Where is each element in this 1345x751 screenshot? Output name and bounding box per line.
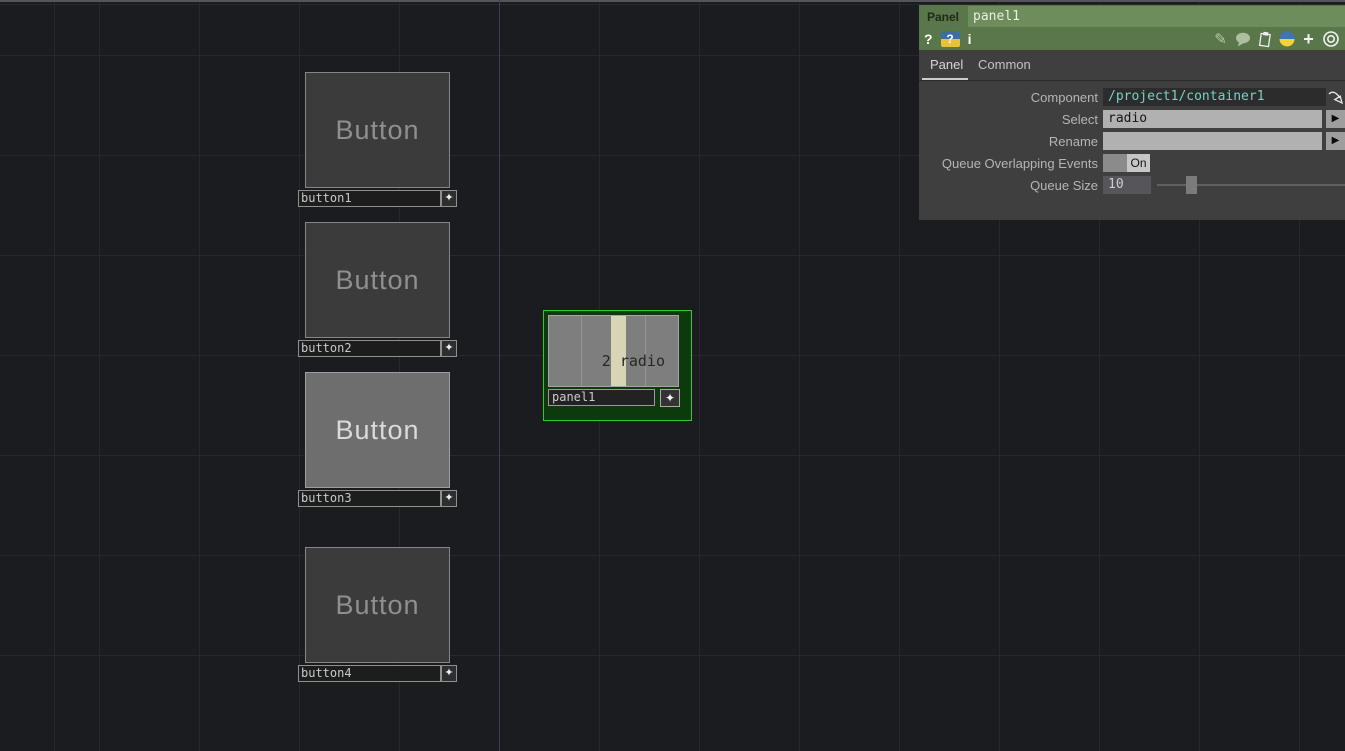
node-panel1-selection-frame: 2 radio panel1 ✦ <box>543 310 692 421</box>
rename-menu-arrow-icon[interactable]: ▶ <box>1326 132 1345 150</box>
param-label[interactable]: Rename <box>1048 133 1098 149</box>
node-resize-icon[interactable]: ✦ <box>441 340 457 357</box>
param-row-component: Component /project1/container1 <box>919 88 1345 106</box>
panel-active-child-bar <box>611 316 626 386</box>
node-button3: Button button3 ✦ <box>298 372 458 507</box>
node-viewer-label: Button <box>335 114 420 145</box>
toggle-track <box>1103 154 1127 172</box>
select-menu-arrow-icon[interactable]: ▶ <box>1326 110 1345 128</box>
rename-value-field[interactable] <box>1103 132 1322 150</box>
pane-top-border <box>0 0 1345 2</box>
node-button4: Button button4 ✦ <box>298 547 458 682</box>
target-bullseye-icon[interactable] <box>1321 30 1340 48</box>
op-name-field[interactable]: panel1 <box>968 6 1345 27</box>
node-button1: Button button1 ✦ <box>298 72 458 207</box>
edit-comment-icon[interactable]: ✎ <box>1214 31 1227 48</box>
queue-size-value-field[interactable]: 10 <box>1103 176 1151 194</box>
queue-overlapping-toggle[interactable]: On <box>1103 154 1150 172</box>
node-button1-body[interactable]: Button <box>305 72 450 188</box>
parameter-dialog: Panel panel1 ? ? i ✎ + Panel Co <box>919 5 1345 220</box>
node-viewer-label: Button <box>335 264 420 295</box>
help-icon[interactable]: ? <box>924 31 933 47</box>
param-label[interactable]: Queue Overlapping Events <box>941 155 1098 171</box>
node-resize-icon[interactable]: ✦ <box>441 190 457 207</box>
param-row-queue-overlapping: Queue Overlapping Events On <box>919 154 1345 172</box>
node-button2: Button button2 ✦ <box>298 222 458 357</box>
param-label[interactable]: Queue Size <box>1030 177 1098 193</box>
op-picker-arrow-icon[interactable] <box>1327 88 1345 106</box>
component-path-field[interactable]: /project1/container1 <box>1103 88 1326 106</box>
param-row-select: Select radio ▶ <box>919 110 1345 128</box>
parameter-dialog-header: Panel panel1 <box>919 5 1345 28</box>
param-row-queue-size: Queue Size 10 <box>919 176 1345 194</box>
parameter-rows: Component /project1/container1 Select ra… <box>919 81 1345 194</box>
panel-value-readout: 2 radio <box>601 352 665 370</box>
node-button3-body[interactable]: Button <box>305 372 450 488</box>
node-panel1-name-field[interactable]: panel1 <box>548 389 655 406</box>
slider-track <box>1157 184 1345 186</box>
select-value-field[interactable]: radio <box>1103 110 1322 128</box>
comment-bubble-icon[interactable] <box>1233 30 1252 48</box>
parameter-tabs: Panel Common <box>919 50 1345 81</box>
node-viewer-label: Button <box>335 589 420 620</box>
node-button2-body[interactable]: Button <box>305 222 450 338</box>
panel-column-divider <box>581 316 582 386</box>
add-parameters-icon[interactable]: + <box>1303 29 1314 49</box>
node-button4-body[interactable]: Button <box>305 547 450 663</box>
node-viewer-label: Button <box>335 414 420 445</box>
node-resize-icon[interactable]: ✦ <box>441 490 457 507</box>
tab-common[interactable]: Common <box>978 57 1031 72</box>
node-resize-icon[interactable]: ✦ <box>441 665 457 682</box>
param-row-rename: Rename ▶ <box>919 132 1345 150</box>
slider-handle[interactable] <box>1186 176 1197 194</box>
info-icon[interactable]: i <box>967 31 972 47</box>
python-expressions-icon[interactable] <box>1277 30 1296 48</box>
param-label[interactable]: Select <box>1061 111 1098 127</box>
toggle-state-label: On <box>1127 154 1150 172</box>
parameter-dialog-toolbar: ? ? i ✎ + <box>919 28 1345 50</box>
active-tab-underline <box>922 78 968 80</box>
queue-size-slider[interactable] <box>1157 176 1345 194</box>
node-panel1-body[interactable]: 2 radio <box>548 315 679 387</box>
panel-column-divider <box>645 316 646 386</box>
node-button2-name-field[interactable]: button2 <box>298 340 441 357</box>
param-label[interactable]: Component <box>1030 89 1098 105</box>
node-button4-name-field[interactable]: button4 <box>298 665 441 682</box>
copy-parameters-icon[interactable] <box>1255 30 1274 48</box>
python-help-icon[interactable]: ? <box>940 31 960 47</box>
op-type-label: Panel <box>927 9 960 24</box>
node-resize-icon[interactable]: ✦ <box>660 389 680 407</box>
node-button1-name-field[interactable]: button1 <box>298 190 441 207</box>
node-button3-name-field[interactable]: button3 <box>298 490 441 507</box>
tab-panel[interactable]: Panel <box>930 57 964 72</box>
network-origin-axis <box>499 0 500 751</box>
